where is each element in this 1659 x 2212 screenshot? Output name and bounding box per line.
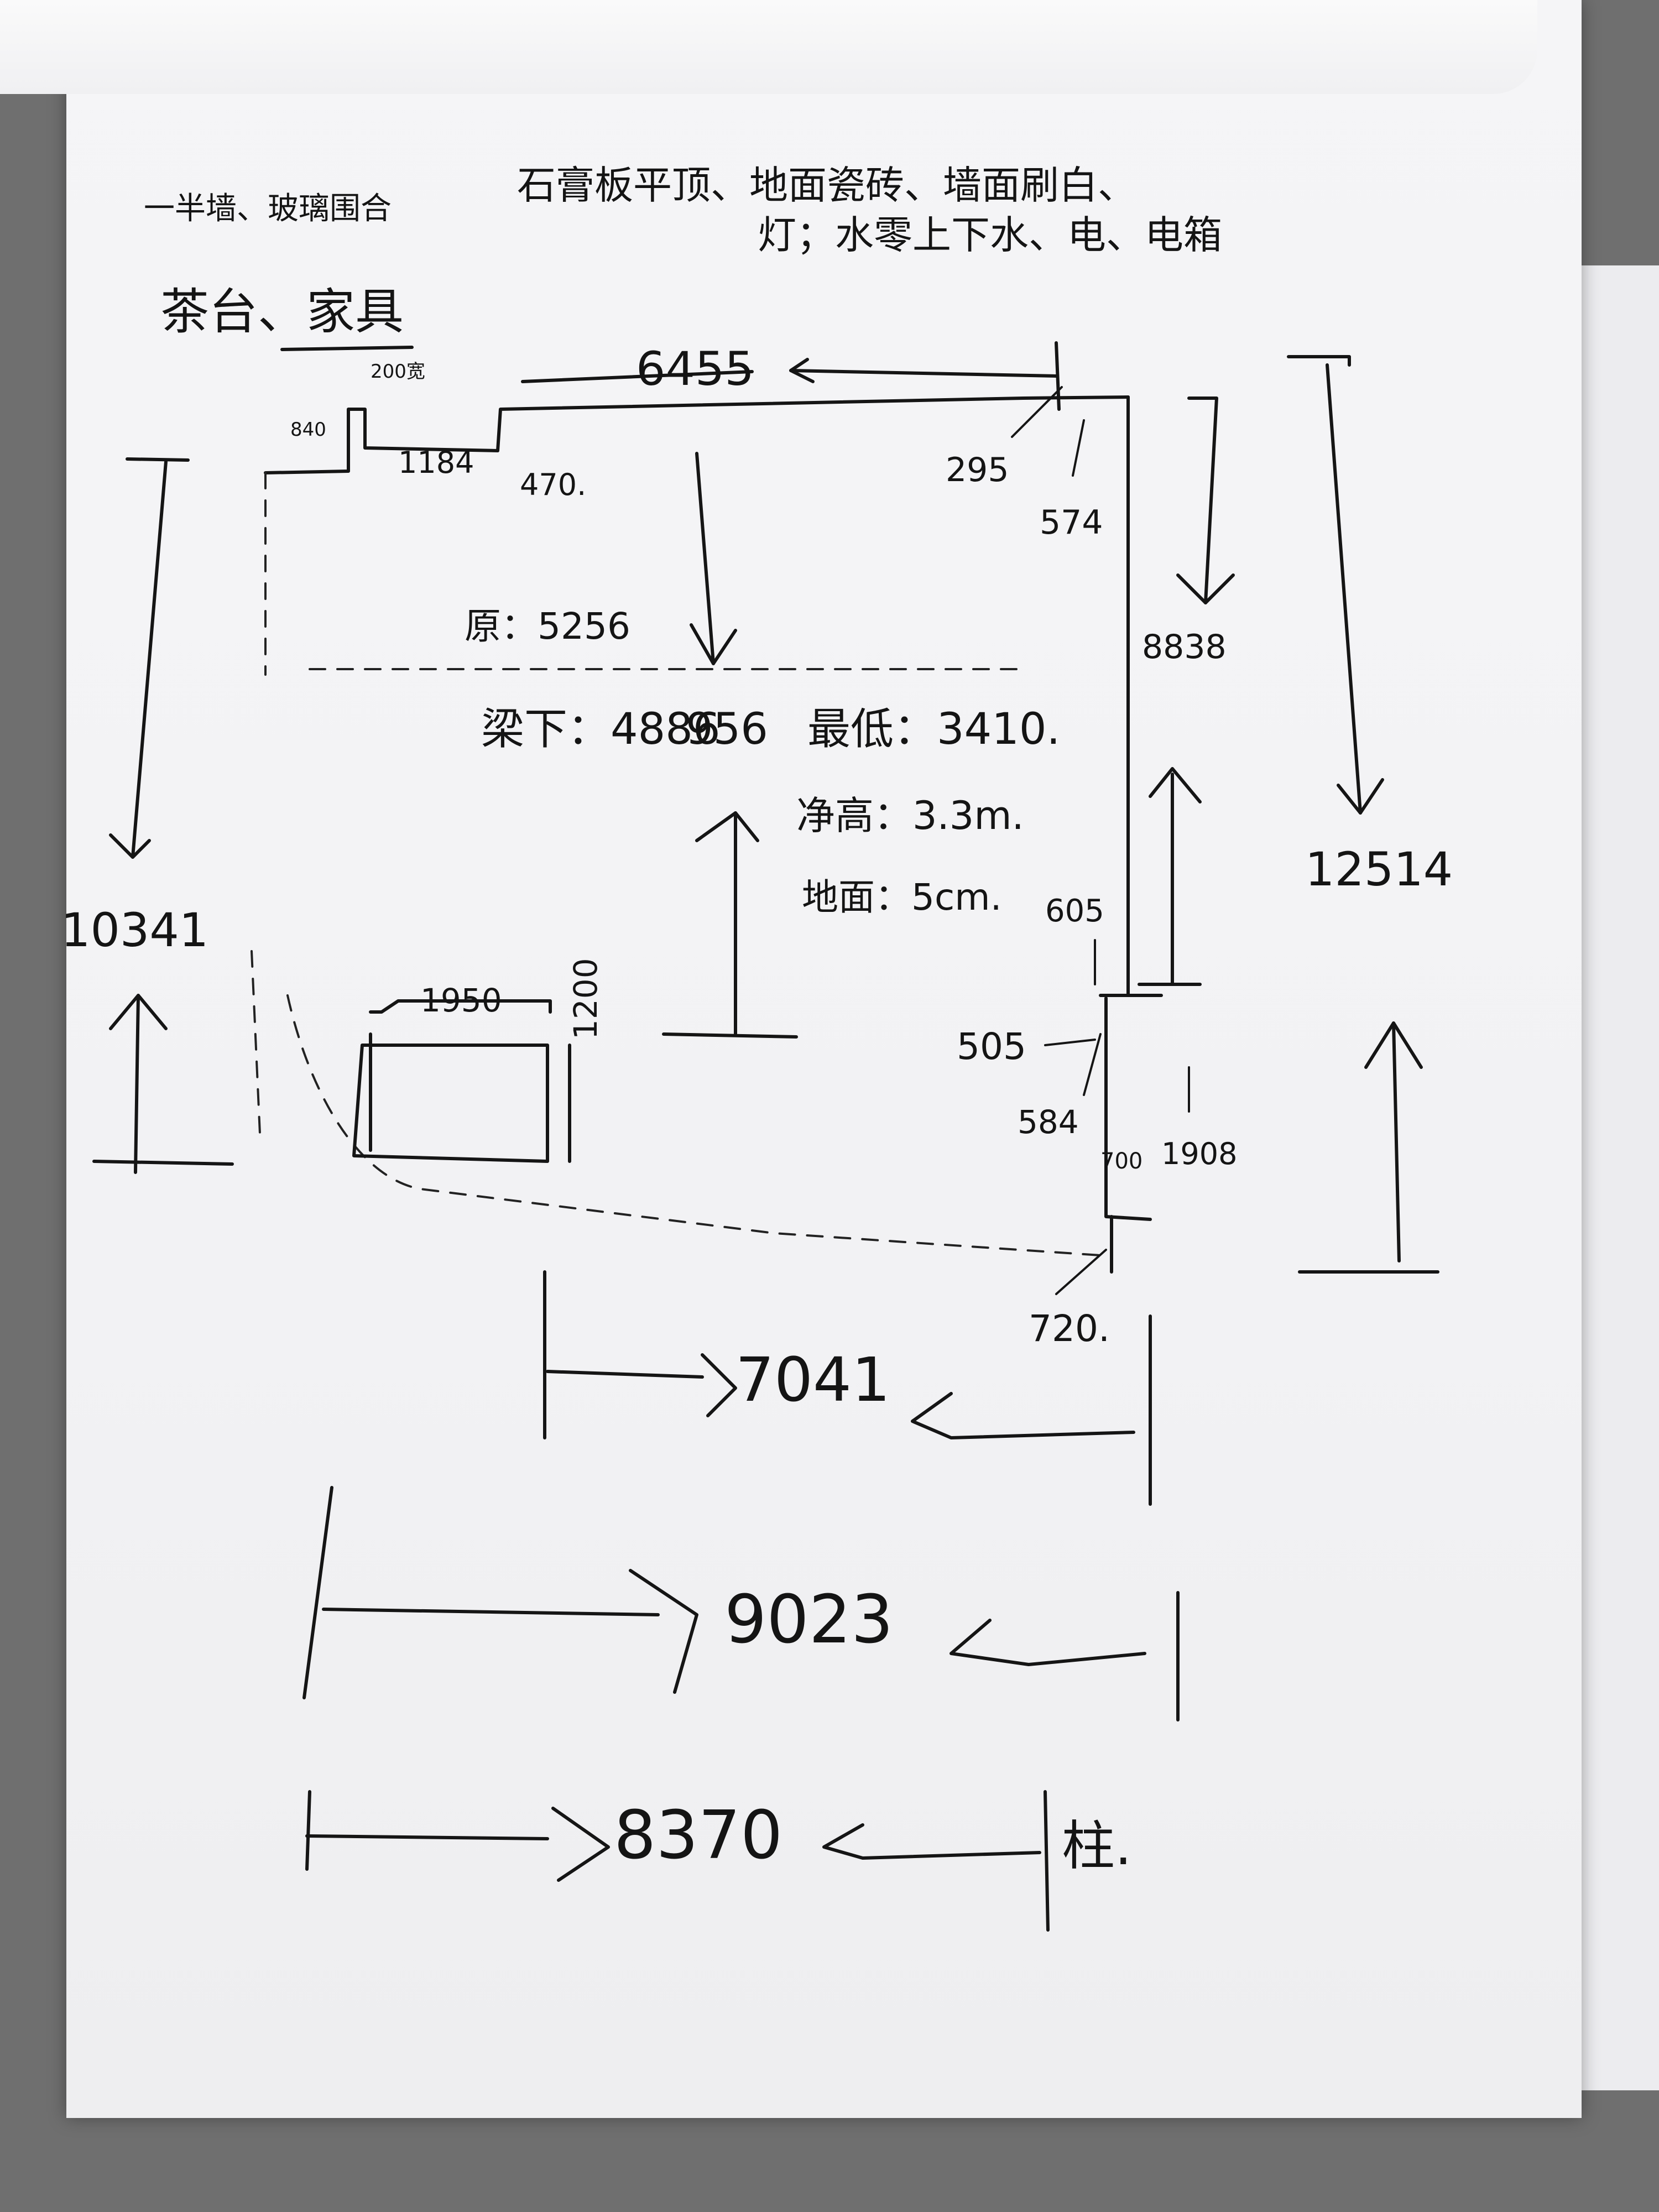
height-arrowhead-top: [690, 623, 737, 665]
dim-top-small-b: 200宽: [371, 361, 425, 383]
height-arrow-top: [695, 452, 715, 665]
dim-top-total: 6455: [636, 342, 754, 396]
bottom3-arrow-right: [822, 1823, 1041, 1860]
dim-bottom-1: 7041: [735, 1344, 890, 1415]
bottom2-left-tick: [302, 1486, 333, 1699]
label-underline: [280, 346, 414, 351]
height-lowest: 最低：3410.: [807, 705, 1061, 754]
mid-arrow-720: [1055, 1249, 1107, 1295]
right-outer-arrow-top: [1326, 363, 1362, 815]
paper-underneath: [1571, 265, 1659, 2090]
bottom3-arrow-left: [305, 1834, 549, 1840]
col-arrow-295: [1011, 386, 1063, 438]
table-dim-top: [369, 999, 552, 1014]
note-line-2: 石膏板平顶、地面瓷砖、墙面刷白、: [517, 163, 1136, 208]
bottom1-arrowhead-left: [701, 1353, 737, 1417]
dim-top-small-d: 470.: [520, 467, 587, 502]
dim-mid-1908: 1908: [1161, 1136, 1238, 1171]
height-under-beam: 梁下：4886: [481, 705, 721, 754]
height-base-line: [662, 1032, 798, 1039]
bottom3-left-tick: [305, 1790, 311, 1871]
height-arrowhead-bottom: [695, 811, 759, 842]
dim-mid-584: 584: [1018, 1103, 1079, 1141]
right-inner-arrowhead-top: [1176, 573, 1235, 604]
height-original: 原：5256: [465, 605, 630, 648]
dim-col-depth: 574: [1040, 503, 1103, 542]
bottom1-arrow-right: [911, 1392, 1135, 1439]
bottom3-right-tick: [1044, 1790, 1050, 1932]
mid-arrow-505: [1044, 1039, 1096, 1046]
right-outer-top-tick: [1287, 355, 1351, 367]
left-dim-arrow-bottom: [134, 994, 140, 1174]
bottom2-arrowhead-left: [629, 1569, 698, 1694]
dim-mid-505: 505: [957, 1025, 1026, 1068]
note-label-furniture: 茶台、家具: [160, 283, 404, 340]
dim-col-width: 295: [946, 451, 1009, 489]
column-label: 柱.: [1062, 1815, 1132, 1877]
dim-mid-720: 720.: [1029, 1307, 1110, 1350]
right-outer-arrow-bottom: [1392, 1021, 1401, 1262]
mid-arrow-584: [1083, 1033, 1102, 1096]
left-dim-arrow-top: [131, 460, 168, 859]
dim-top-arrow-left: [521, 370, 754, 383]
left-dim-top-tick: [126, 457, 190, 462]
note-line-3: 灯；水零上下水、电、电箱: [758, 212, 1222, 258]
dim-top-arrowhead: [789, 358, 815, 383]
dim-top-small-c: 1184: [398, 445, 474, 480]
bottom2-arrow-left: [322, 1608, 660, 1616]
paper-curl-top: [0, 0, 1537, 94]
col-arrow-574: [1072, 419, 1085, 477]
bottom-wall-dashed: [286, 994, 1102, 1256]
dim-table-width: 1950: [420, 982, 502, 1019]
dim-table-height: 1200: [567, 958, 604, 1040]
dim-right-outer: 12514: [1305, 842, 1453, 896]
bottom1-arrow-left: [546, 1370, 704, 1379]
right-wall-lower: [1104, 997, 1152, 1221]
dim-mid-700: 700: [1100, 1149, 1143, 1174]
right-inner-arrowhead-bottom: [1149, 767, 1202, 804]
right-inner-arrow-top: [1187, 397, 1218, 604]
dim-mid-605: 605: [1045, 893, 1104, 929]
top-wall: [264, 395, 1130, 474]
table-outline: [352, 1044, 549, 1163]
height-beam-extra: 956: [686, 705, 768, 754]
left-dim-arrowhead-bottom: [109, 994, 168, 1030]
dim-right-inner: 8838: [1142, 628, 1227, 666]
note-line-1: 一半墙、玻璃围合: [144, 191, 392, 227]
sketch-paper: [66, 0, 1582, 2118]
dim-top-arrow-right: [789, 369, 1058, 378]
left-dim-bottom-tick: [92, 1160, 234, 1166]
bottom3-arrowhead-left: [551, 1807, 610, 1882]
dim-bottom-3: 8370: [614, 1797, 783, 1874]
left-dim-arrowhead-top: [109, 833, 151, 859]
dim-left-total: 10341: [61, 903, 209, 957]
dim-bottom-2: 9023: [724, 1582, 894, 1658]
height-floor: 地面：5cm.: [802, 876, 1002, 919]
right-outer-arrowhead-bottom: [1364, 1021, 1423, 1069]
left-lower-dashed: [251, 950, 261, 1135]
bottom2-arrow-right: [950, 1619, 1146, 1666]
dim-top-small-a: 840: [290, 419, 326, 441]
height-clear: 净高：3.3m.: [796, 793, 1024, 838]
right-outer-arrowhead-top: [1337, 778, 1384, 815]
